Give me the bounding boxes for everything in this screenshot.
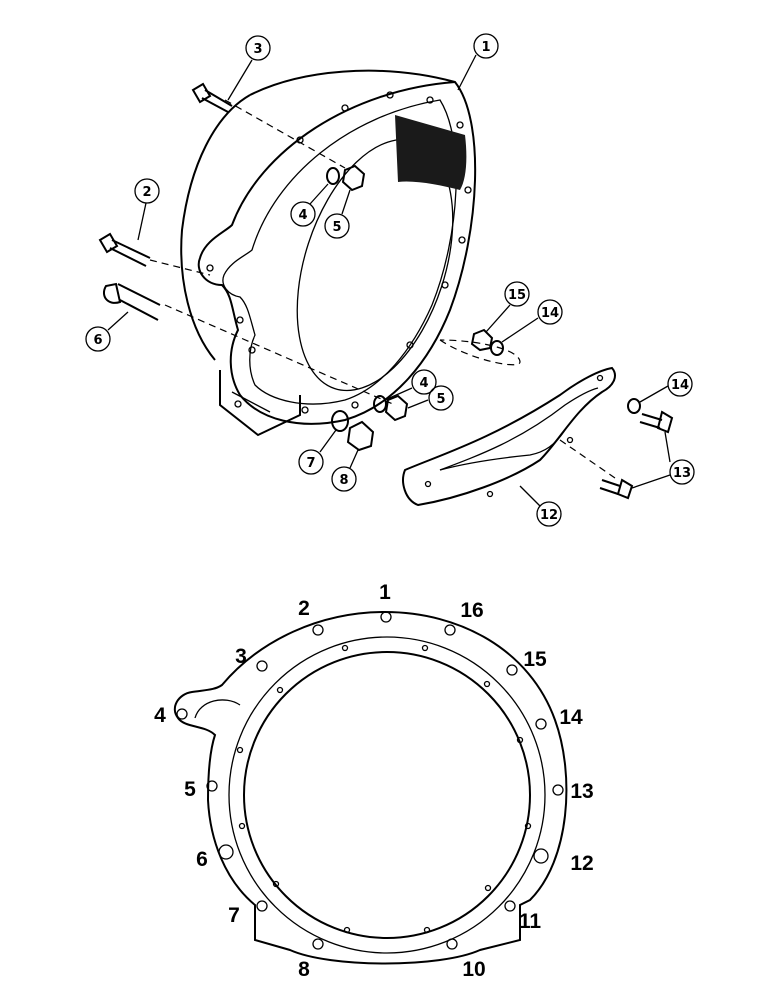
bolt-no-1: 1	[379, 581, 391, 604]
bolt-no-6: 6	[196, 848, 208, 871]
svg-text:2: 2	[142, 185, 151, 200]
callout-2: 2	[134, 178, 160, 241]
flange-holes	[206, 91, 472, 414]
callouts: 1 2 3 4 5 6 4 5 7 8 12 13 14 15 14	[85, 33, 695, 527]
bolt-no-7: 7	[228, 904, 240, 927]
washer-14b	[627, 398, 641, 414]
bolt-no-12: 12	[570, 852, 593, 875]
callout-1: 1	[457, 33, 499, 91]
bolt-13a	[639, 410, 674, 434]
bolt-no-15: 15	[523, 648, 547, 671]
svg-text:14: 14	[671, 378, 689, 393]
nut-5b	[384, 394, 409, 422]
bolt-3	[191, 82, 233, 113]
callout-8: 8	[331, 449, 359, 492]
nut-8	[346, 420, 375, 452]
callout-4b: 4	[384, 369, 437, 401]
bolt-no-14: 14	[559, 706, 583, 729]
svg-text:3: 3	[253, 42, 262, 57]
callout-14a: 14	[501, 299, 563, 343]
bolt-no-11: 11	[519, 910, 542, 933]
svg-text:12: 12	[540, 508, 558, 523]
nut-15	[470, 328, 494, 352]
bolt-no-3: 3	[235, 645, 247, 668]
washer-4b	[373, 395, 387, 413]
callout-5b: 5	[407, 385, 454, 411]
svg-text:5: 5	[436, 392, 445, 407]
svg-text:6: 6	[93, 333, 102, 348]
stud-6	[102, 282, 161, 321]
svg-text:14: 14	[541, 306, 559, 321]
bolt-sequence-flange-view: 1 2 3 4 5 6 7 8 10 11 12 13 14 15 16	[154, 581, 594, 981]
svg-text:8: 8	[339, 473, 348, 488]
callout-6: 6	[85, 311, 129, 352]
flywheel-housing-exploded	[98, 69, 674, 507]
svg-text:5: 5	[332, 220, 341, 235]
svg-text:7: 7	[306, 456, 315, 471]
cover-plate-12	[402, 366, 616, 507]
bolt-no-10: 10	[462, 958, 485, 981]
bolt-no-5: 5	[184, 778, 196, 801]
svg-text:4: 4	[419, 376, 428, 391]
nut-5a	[341, 164, 366, 192]
callout-7: 7	[298, 429, 337, 475]
callout-12: 12	[519, 485, 562, 527]
bolt-13b	[599, 478, 634, 500]
callout-14b: 14	[639, 371, 693, 403]
inner-ring-holes	[236, 644, 532, 934]
callout-5a: 5	[324, 189, 351, 239]
callout-15: 15	[485, 281, 530, 333]
callout-13: 13	[631, 431, 695, 489]
washer-4a	[326, 167, 340, 185]
bolt-no-2: 2	[298, 597, 310, 620]
svg-text:4: 4	[298, 208, 307, 223]
svg-text:15: 15	[508, 288, 526, 303]
bolt-no-4: 4	[154, 704, 166, 727]
bolt-no-8: 8	[298, 958, 310, 981]
outer-bolt-holes	[176, 611, 564, 950]
svg-text:13: 13	[673, 466, 691, 481]
washer-7	[331, 410, 349, 432]
bolt-sequence-numbers: 1 2 3 4 5 6 7 8 10 11 12 13 14 15 16	[154, 581, 594, 981]
bolt-no-13: 13	[570, 780, 593, 803]
callout-3: 3	[227, 35, 271, 101]
bolt-2	[98, 232, 151, 267]
svg-text:1: 1	[481, 40, 490, 55]
callout-4a: 4	[290, 183, 329, 227]
bolt-no-16: 16	[460, 599, 483, 622]
washer-14a	[490, 340, 504, 356]
